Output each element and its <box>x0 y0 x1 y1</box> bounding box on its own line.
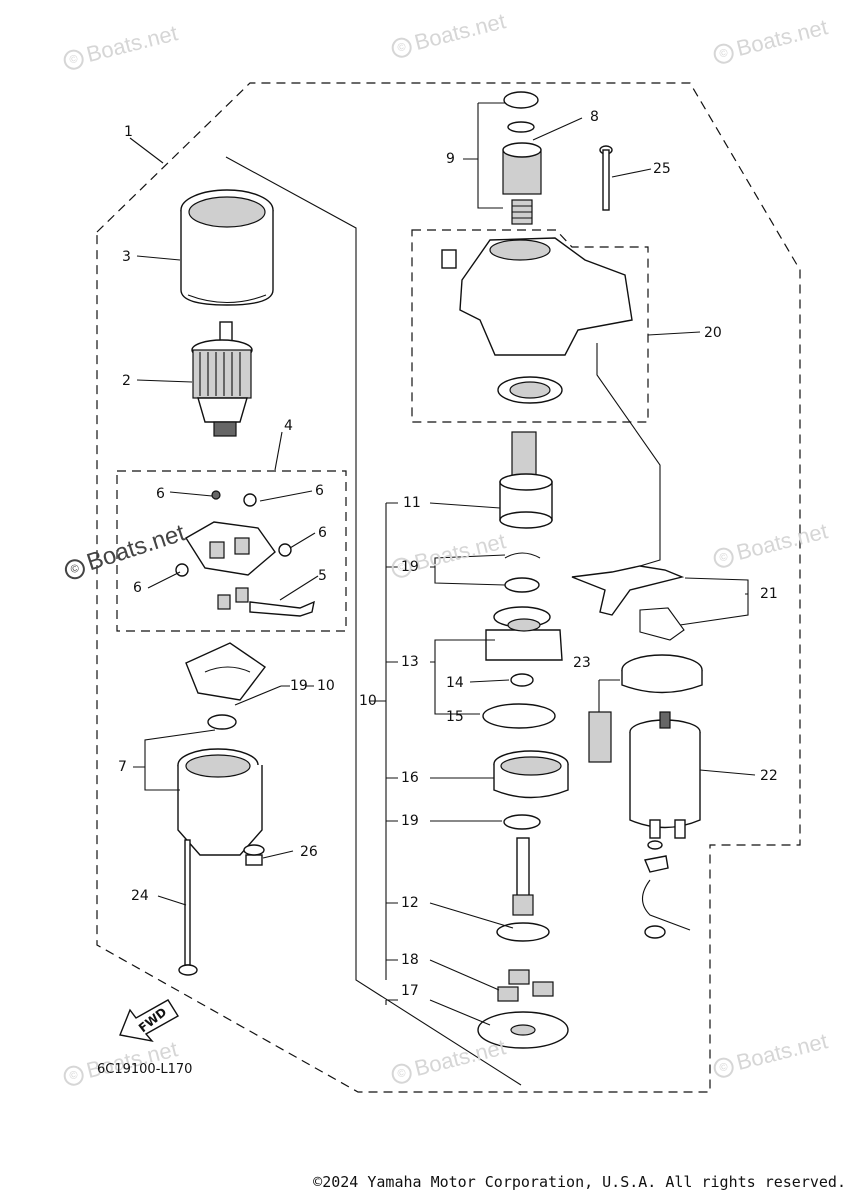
internal-gear-part <box>493 750 569 799</box>
washer-small-part <box>207 714 237 730</box>
armature-part <box>191 321 253 437</box>
brush-holder-box <box>116 470 347 632</box>
callout-15: 15 <box>446 709 464 725</box>
yoke-cover-part <box>180 189 274 306</box>
callout-19: 19 <box>290 678 308 694</box>
plate-17-part <box>477 1011 569 1049</box>
callout-20: 20 <box>704 325 722 341</box>
callout-23: 23 <box>573 655 591 671</box>
screw-26-part <box>243 844 265 866</box>
front-housing-part <box>441 237 633 404</box>
callout-10: 10 <box>359 693 377 709</box>
planet-gears-part <box>497 969 554 1002</box>
shift-lever-part <box>571 565 685 641</box>
callout-26: 26 <box>300 844 318 860</box>
callout-6: 6 <box>156 486 165 502</box>
housing-box <box>411 229 649 423</box>
callout-8: 8 <box>590 109 599 125</box>
callout-14: 14 <box>446 675 464 691</box>
drive-shaft-part <box>499 431 553 529</box>
callout-1: 1 <box>124 124 133 140</box>
fwd-arrow-shape <box>119 999 179 1043</box>
plunger-part <box>588 654 703 763</box>
callout-7: 7 <box>118 759 127 775</box>
washer-19b-part <box>503 814 541 830</box>
brush-holder-part <box>175 490 292 577</box>
copyright-notice: ©2024 Yamaha Motor Corporation, U.S.A. A… <box>313 1173 846 1191</box>
pinion-kit-part <box>502 91 542 225</box>
terminal-lead-part <box>641 840 691 939</box>
callout-18: 18 <box>401 952 419 968</box>
callout-3: 3 <box>122 249 131 265</box>
end-plate-part <box>185 642 267 701</box>
callout-5: 5 <box>318 568 327 584</box>
callout-9: 9 <box>446 151 455 167</box>
callout-6: 6 <box>318 525 327 541</box>
callout-6: 6 <box>133 580 142 596</box>
callout-21: 21 <box>760 586 778 602</box>
planet-shaft-part <box>496 837 550 942</box>
leader-lines <box>129 102 756 1026</box>
gear-housing-part <box>485 606 563 661</box>
starter-outline <box>225 156 522 1086</box>
brush-lead-part <box>217 587 315 617</box>
callout-11: 11 <box>403 495 421 511</box>
callout-12: 12 <box>401 895 419 911</box>
callout-25: 25 <box>653 161 671 177</box>
bushing-14-part <box>510 673 534 687</box>
diagram-code: 6C19100-L170 <box>97 1062 193 1077</box>
e-clip-part <box>504 552 541 559</box>
callout-16: 16 <box>401 770 419 786</box>
callout-22: 22 <box>760 768 778 784</box>
washer-19-part <box>504 577 540 593</box>
through-bolt-24-part <box>178 839 198 976</box>
ring-15-part <box>482 703 556 729</box>
solenoid-part <box>629 711 701 839</box>
callout-19: 19 <box>401 559 419 575</box>
assembly-outline <box>96 82 801 1093</box>
callout-24: 24 <box>131 888 149 904</box>
callout-13: 13 <box>401 654 419 670</box>
rear-bracket-part <box>177 748 263 856</box>
callout-6: 6 <box>315 483 324 499</box>
callout-17: 17 <box>401 983 419 999</box>
callout-4: 4 <box>284 418 293 434</box>
callout-2: 2 <box>122 373 131 389</box>
bolt-25-part <box>599 145 613 211</box>
callout-10: 10 <box>317 678 335 694</box>
callout-19: 19 <box>401 813 419 829</box>
